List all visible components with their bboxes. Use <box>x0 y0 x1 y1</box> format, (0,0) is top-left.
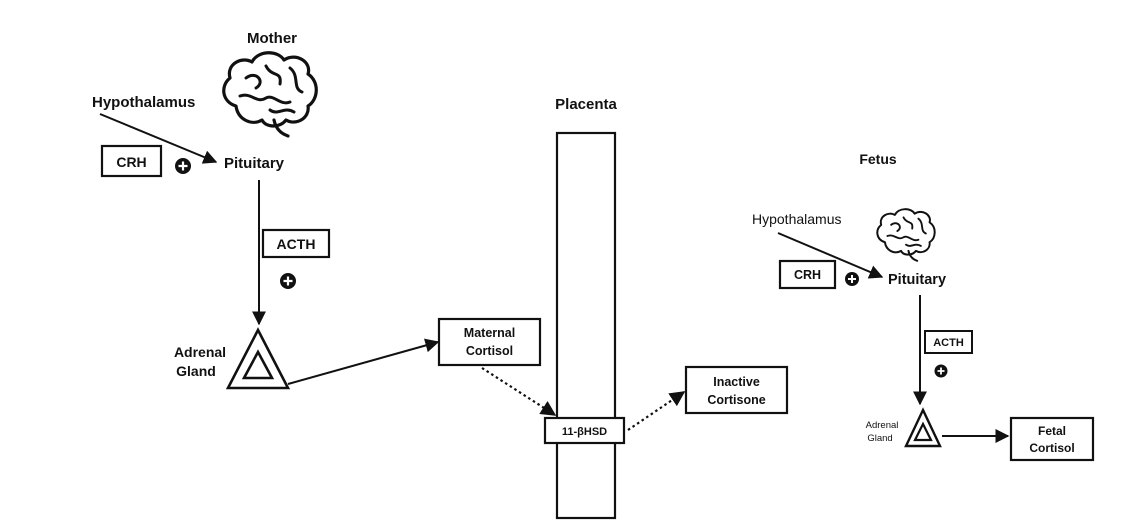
maternal-cortisol-label-line1: Maternal <box>464 326 515 340</box>
mother-acth-plus-icon <box>280 273 296 289</box>
fetus-hypothalamus-pituitary-arrow <box>777 232 884 279</box>
inactive-cortisone-label-line1: Inactive <box>713 375 760 389</box>
mother-crh-label: CRH <box>116 154 146 170</box>
fetus-crh-label: CRH <box>794 268 821 282</box>
maternal-cortisol-label-line2: Cortisol <box>466 344 513 358</box>
placenta-heading: Placenta <box>555 96 617 113</box>
fetus-heading: Fetus <box>859 151 897 167</box>
fetus-crh-plus-icon <box>845 272 859 286</box>
fetus-acth-box <box>924 330 973 354</box>
mother-adrenal-label-line2: Gland <box>176 363 216 379</box>
mother-acth-box <box>261 228 331 259</box>
enzyme-box <box>543 416 626 445</box>
fetus-adrenal-label-line2: Gland <box>867 433 892 444</box>
mother-crh-plus-icon <box>175 158 191 174</box>
mother-adrenal-triangle-icon <box>225 327 291 390</box>
mother-crh-box <box>100 144 163 178</box>
cortisol-to-enzyme-dotted-arrow <box>481 367 557 416</box>
enzyme-to-cortisone-dotted-arrow <box>627 391 686 431</box>
maternal-cortisol-box <box>437 317 542 367</box>
fetus-crh-box <box>778 259 837 290</box>
fetus-acth-plus-icon <box>934 364 948 378</box>
fetus-acth-label: ACTH <box>933 337 964 349</box>
mother-adrenal-cortisol-arrow <box>287 338 440 385</box>
fetus-adrenal-label-line1: Adrenal <box>866 420 899 431</box>
mother-hypothalamus-label: Hypothalamus <box>92 94 195 111</box>
mother-brain-icon <box>222 51 318 138</box>
fetus-adrenal-triangle-icon <box>904 407 942 448</box>
enzyme-label: 11-βHSD <box>562 426 607 438</box>
fetal-cortisol-label-line2: Cortisol <box>1029 441 1074 455</box>
inactive-cortisone-box <box>684 365 789 415</box>
fetal-cortisol-label-line1: Fetal <box>1038 424 1066 438</box>
fetus-brain-icon <box>876 208 936 262</box>
mother-adrenal-label-line1: Adrenal <box>174 344 226 360</box>
fetus-hypothalamus-label: Hypothalamus <box>752 211 842 227</box>
fetus-pituitary-label: Pituitary <box>888 272 946 288</box>
inactive-cortisone-label-line2: Cortisone <box>707 393 765 407</box>
mother-pituitary-label: Pituitary <box>224 155 285 172</box>
mother-acth-label: ACTH <box>277 236 316 252</box>
mother-hypothalamus-pituitary-arrow <box>99 113 218 164</box>
placenta-barrier <box>555 131 617 520</box>
mother-heading: Mother <box>247 30 297 47</box>
fetal-cortisol-box <box>1009 416 1095 462</box>
